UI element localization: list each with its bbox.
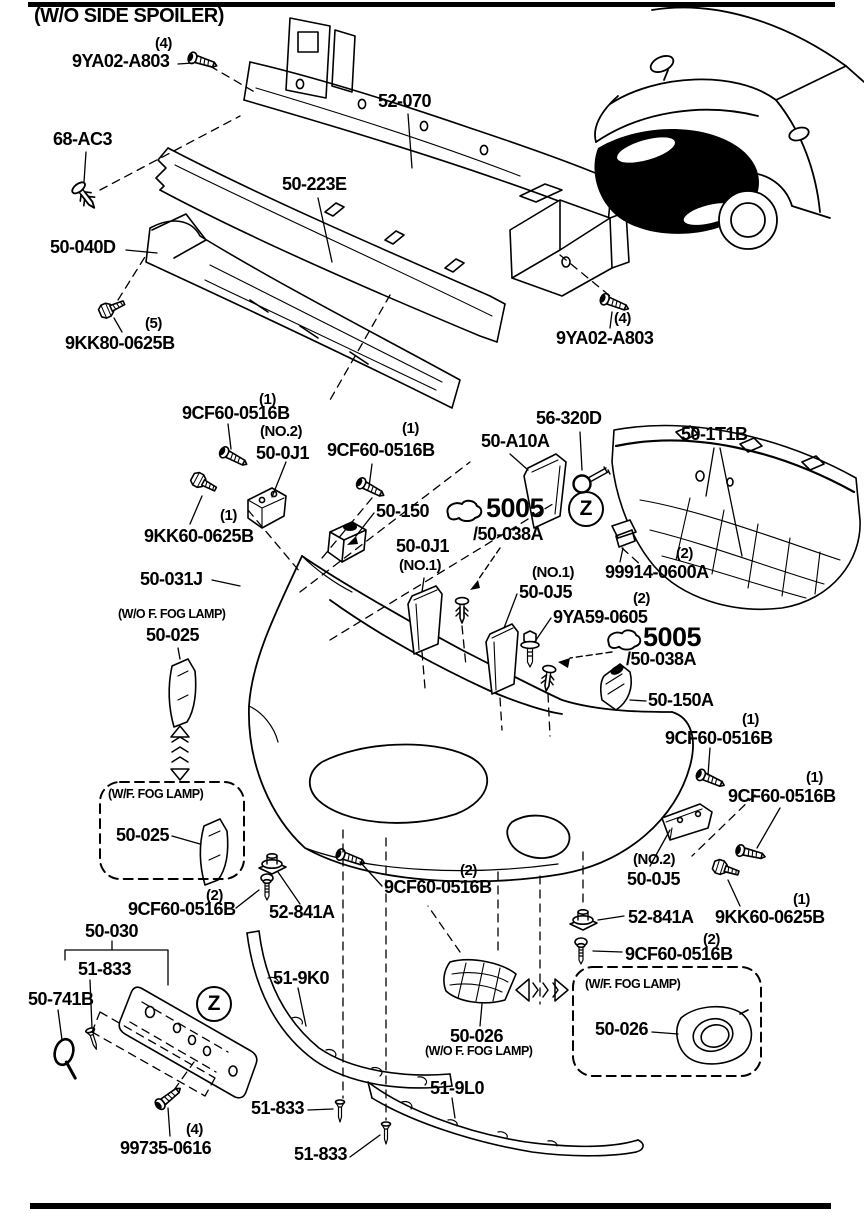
label-qty-9cf60-0516b-m2: (2) [460, 862, 477, 879]
leader-lines [57, 62, 781, 1158]
label-part-52-070: 52-070 [378, 91, 432, 111]
label-part-9ya02-a803-top: 9YA02-A803 [72, 51, 170, 71]
label-note-50-025-wf: (W/F. FOG LAMP) [108, 787, 204, 801]
label-sealer-5005-top: 5005 [486, 493, 545, 523]
construction-dashes [91, 65, 756, 1121]
label-part-9ya02-a803-right: 9YA02-A803 [556, 328, 654, 348]
label-part-50-0j1-no2: 50-0J1 [256, 443, 310, 463]
label-part-50-026-wf: 50-026 [595, 1019, 649, 1039]
label-part-50-040d: 50-040D [50, 237, 116, 257]
label-part-52-841a-right: 52-841A [628, 907, 694, 927]
label-part-9cf60-0516b-l2: 9CF60-0516B [128, 899, 236, 919]
label-qty-9ya02-a803-top: (4) [155, 35, 172, 52]
label-qty-9cf60-0516b-a: (1) [259, 391, 276, 408]
grille-50-1t1b [611, 424, 861, 611]
absorber-50-040d [145, 213, 461, 409]
label-part-56-320d: 56-320D [536, 408, 602, 428]
label-qty-9cf60-0516b-r1: (1) [742, 711, 759, 728]
label-part-9cf60-0516b-m2: 9CF60-0516B [384, 877, 492, 897]
label-part-9kk60-0625b-mid: 9KK60-0625B [144, 526, 254, 546]
label-part-50-1t1b: 50-1T1B [681, 424, 748, 444]
label-note-50-026-wf: (W/F. FOG LAMP) [585, 977, 681, 991]
label-qty-9ya02-a803-right: (4) [614, 310, 631, 327]
bumper-50-031j [248, 555, 694, 883]
label-part-9kk80-0625b: 9KK80-0625B [65, 333, 175, 353]
label-qty-9cf60-0516b-b: (1) [402, 420, 419, 437]
cover-50-026-wo-foglamp [443, 959, 517, 1004]
label-part-9cf60-0516b-r2: 9CF60-0516B [728, 786, 836, 806]
label-part-51-833-b: 51-833 [251, 1098, 305, 1118]
label-note-50-0j5-no2: (NO.2) [633, 851, 676, 868]
zone-marker-top: Z [568, 491, 604, 527]
label-qty-9cf60-0516b-r2: (1) [806, 769, 823, 786]
label-qty-9cf60-0516b-r3: (2) [703, 931, 720, 948]
label-part-99914-0600a: 99914-0600A [605, 562, 709, 582]
label-sealer-50-038a-bottom: /50-038A [626, 649, 697, 669]
label-part-50-030: 50-030 [85, 921, 139, 941]
label-part-50-223e: 50-223E [282, 174, 347, 194]
label-qty-99735-0616: (4) [186, 1121, 203, 1138]
label-part-50-0j5-no1: 50-0J5 [519, 582, 573, 602]
label-part-68-ac3: 68-AC3 [53, 129, 113, 149]
label-part-50-0j1-no1: 50-0J1 [396, 536, 450, 556]
label-part-9cf60-0516b-r3: 9CF60-0516B [625, 944, 733, 964]
label-part-50-741b: 50-741B [28, 989, 94, 1009]
label-part-52-841a-left: 52-841A [269, 902, 335, 922]
plate-holder-50-030 [118, 986, 258, 1099]
label-part-9kk60-0625b-br: 9KK60-0625B [715, 907, 825, 927]
strip-51-9l0 [367, 1081, 644, 1157]
strip-51-9k0 [246, 930, 453, 1089]
label-sealer-50-038a-top: /50-038A [473, 524, 544, 544]
label-part-50-0j5-no2: 50-0J5 [627, 869, 681, 889]
label-part-50-a10a: 50-A10A [481, 431, 550, 451]
label-note-50-026-wo: (W/O F. FOG LAMP) [425, 1044, 533, 1058]
interchange-arrows [170, 725, 569, 1002]
label-qty-99914-0600a: (2) [676, 545, 693, 562]
small-brackets [168, 453, 713, 886]
zone-marker-bottom: Z [196, 986, 232, 1022]
label-part-51-9k0: 51-9K0 [273, 968, 330, 988]
page-frame [28, 2, 835, 1209]
label-part-51-833-c: 51-833 [294, 1144, 348, 1164]
label-part-9cf60-0516b-b: 9CF60-0516B [327, 440, 435, 460]
label-part-51-833-a: 51-833 [78, 959, 132, 979]
label-note-50-025-wo: (W/O F. FOG LAMP) [118, 607, 226, 621]
label-note-50-0j5-no1: (NO.1) [532, 564, 575, 581]
label-note-50-0j1-no1: (NO.1) [399, 557, 442, 574]
label-sealer-5005-bottom: 5005 [643, 622, 702, 652]
label-part-99735-0616: 99735-0616 [120, 1138, 212, 1158]
label-part-50-025-wo: 50-025 [146, 625, 200, 645]
label-qty-9cf60-0516b-l2: (2) [206, 887, 223, 904]
option-boxes [99, 781, 762, 1077]
label-part-50-025-wf: 50-025 [116, 825, 170, 845]
label-qty-9kk80-0625b: (5) [145, 315, 162, 332]
label-note-50-0j1-no2: (NO.2) [260, 423, 303, 440]
label-part-9ya59-0605: 9YA59-0605 [553, 607, 648, 627]
label-part-50-150a: 50-150A [648, 690, 714, 710]
cover-50-026-wf-foglamp [676, 1005, 753, 1065]
absorber-50-223e [155, 147, 506, 343]
sealer-5005-icons [347, 499, 642, 668]
label-part-9cf60-0516b-r1: 9CF60-0516B [665, 728, 773, 748]
label-part-9cf60-0516b-a: 9CF60-0516B [182, 403, 290, 423]
note-wo-side-spoiler: (W/O SIDE SPOILER) [34, 5, 224, 27]
label-part-50-150: 50-150 [376, 501, 430, 521]
label-part-50-026-wo: 50-026 [450, 1026, 504, 1046]
label-qty-9ya59-0605: (2) [633, 590, 650, 607]
label-qty-9kk60-0625b-br: (1) [793, 891, 810, 908]
beam-52-070 [243, 17, 630, 297]
label-part-50-031j: 50-031J [140, 569, 203, 589]
car-illustration [594, 6, 864, 250]
label-part-51-9l0: 51-9L0 [430, 1078, 485, 1098]
label-qty-9kk60-0625b-mid: (1) [220, 507, 237, 524]
